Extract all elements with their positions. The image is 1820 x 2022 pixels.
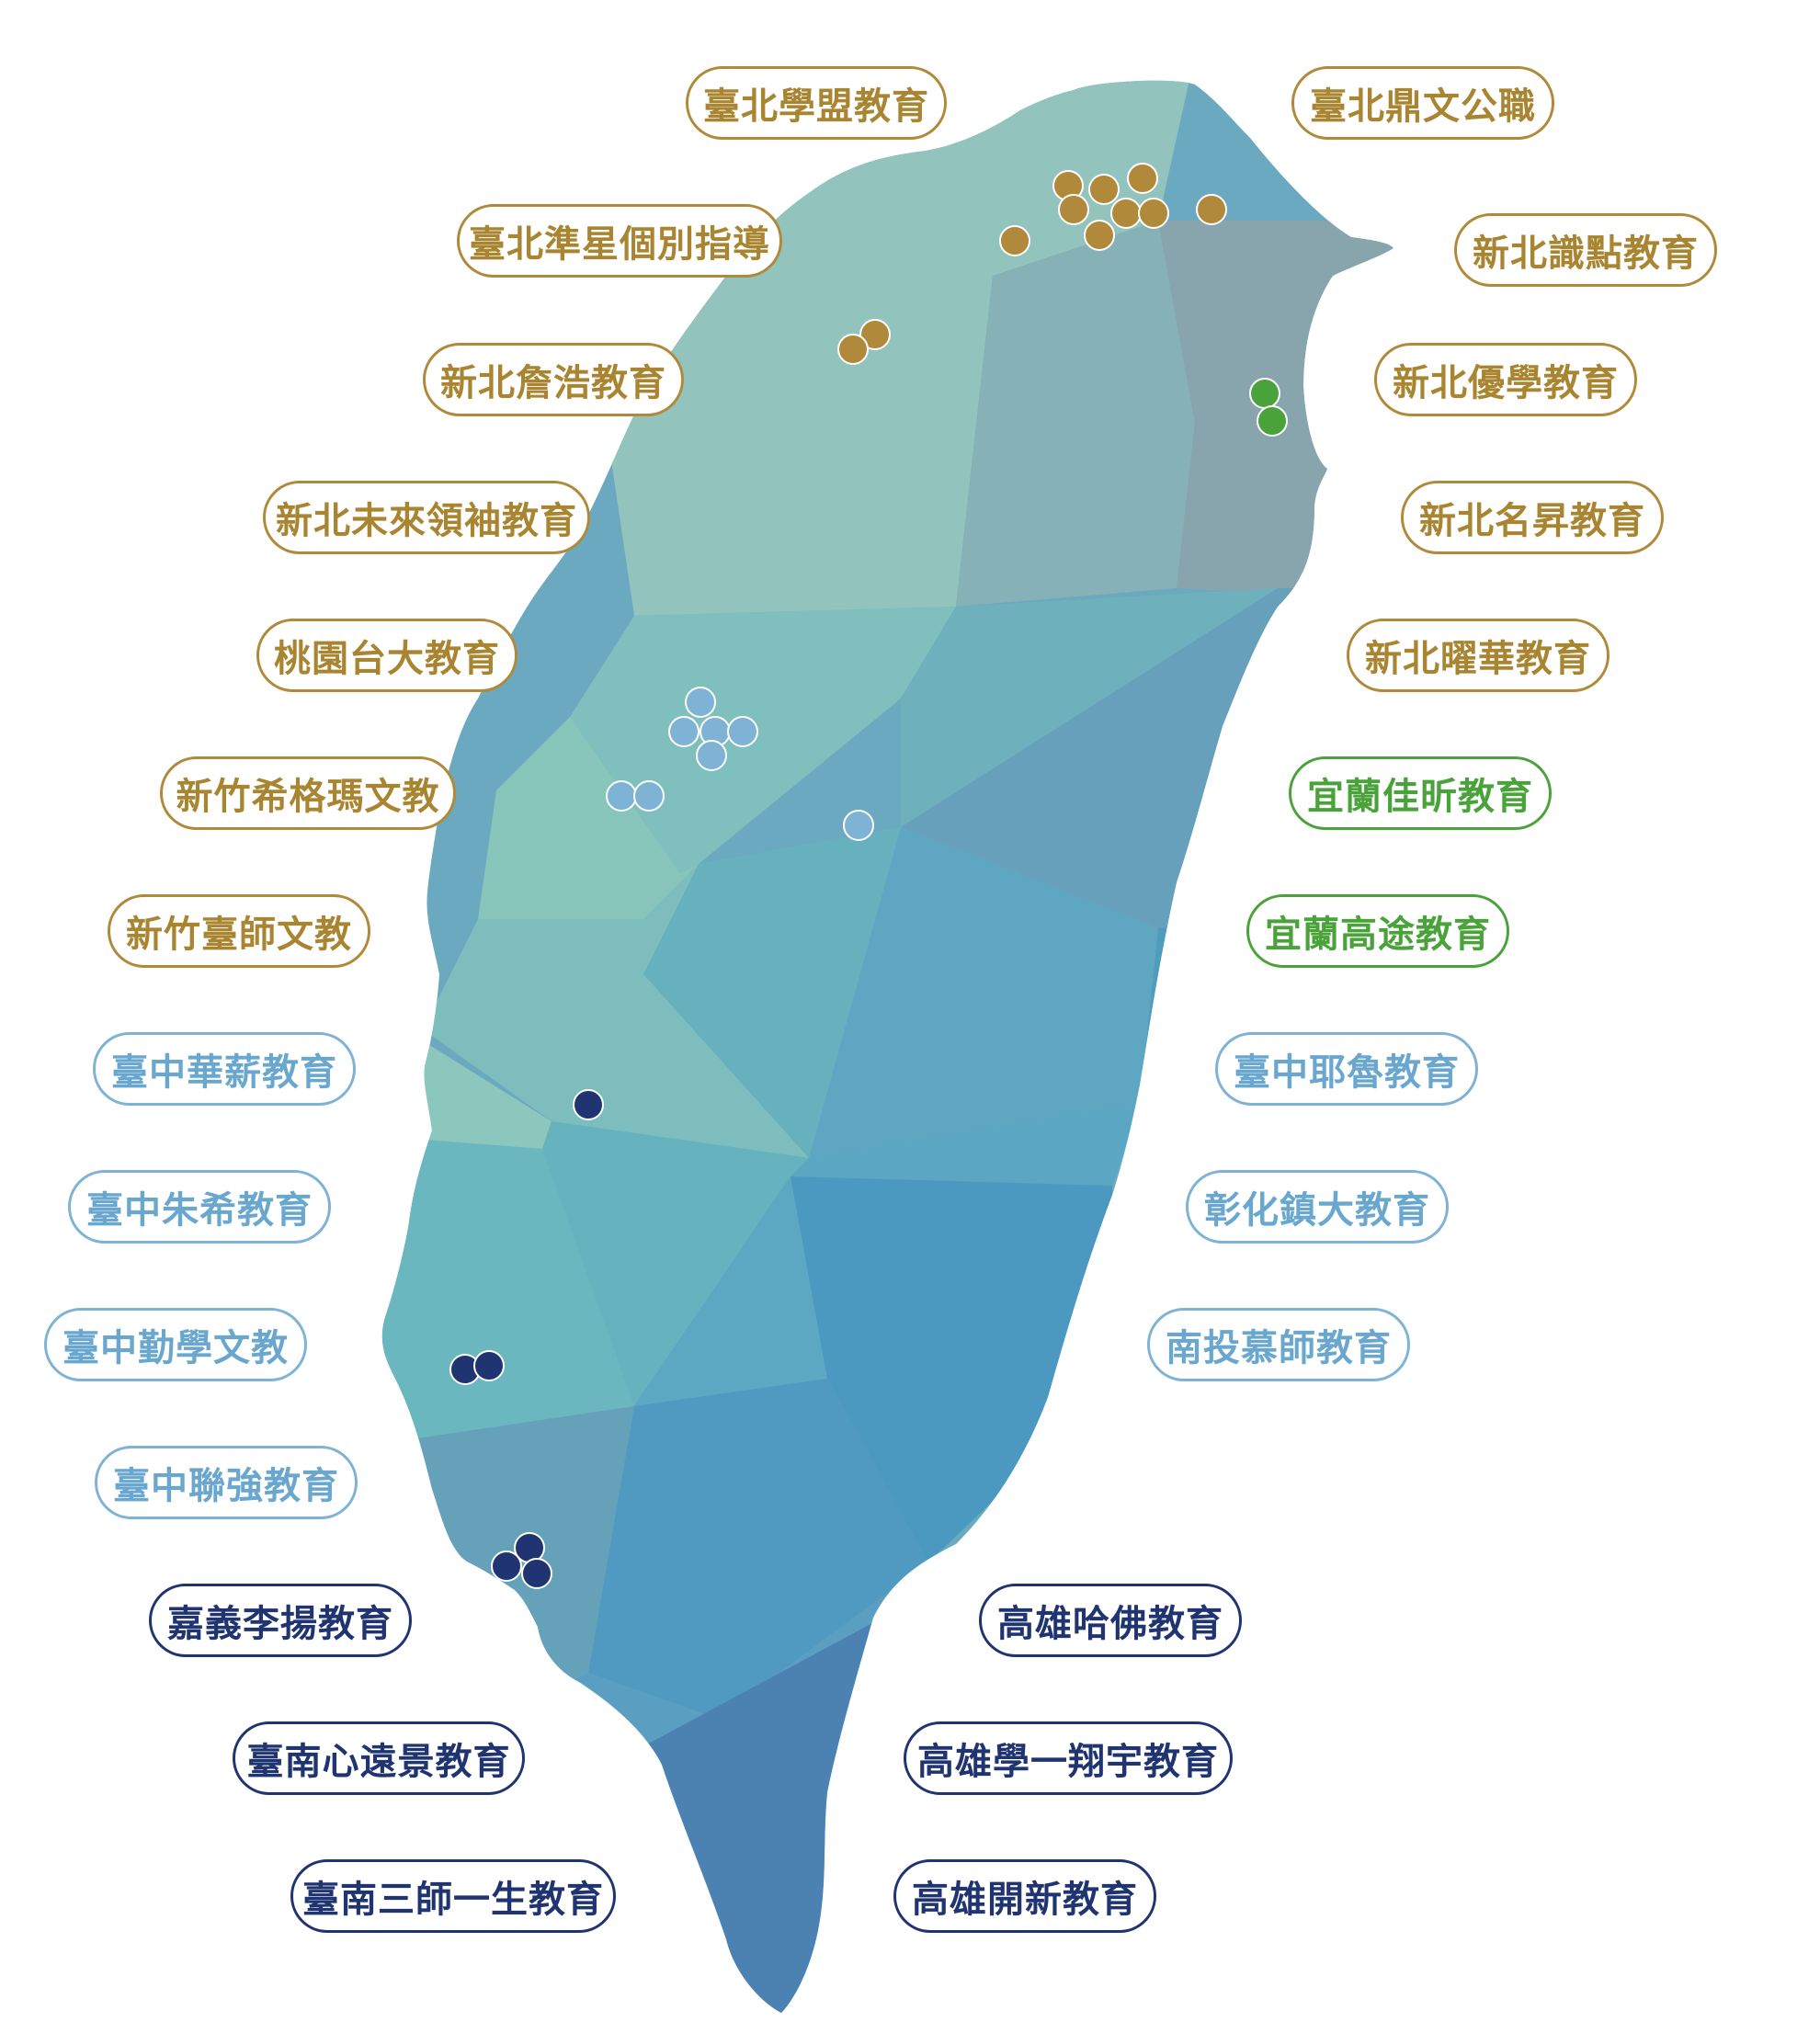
label-kaohsiung-xueyi[interactable]: 高雄學一翔宇教育 — [904, 1721, 1233, 1795]
region-chiayi-mountain — [634, 1176, 827, 1406]
label-tainan-xinyuanjing[interactable]: 臺南心遠景教育 — [233, 1721, 525, 1795]
map-marker-navy[interactable] — [473, 1350, 505, 1381]
region-taichung-mountain — [643, 827, 901, 1158]
label-chiayi-liyang[interactable]: 嘉義李揚教育 — [149, 1584, 412, 1657]
map-marker-green[interactable] — [1257, 405, 1288, 437]
region-chiayi — [386, 1406, 634, 1691]
region-taoyuan — [570, 607, 956, 873]
label-taichung-qinxue[interactable]: 臺中勤學文教 — [44, 1308, 307, 1381]
map-marker-gold[interactable] — [859, 319, 891, 350]
map-marker-navy[interactable] — [491, 1551, 522, 1582]
label-kaohsiung-hafo[interactable]: 高雄哈佛教育 — [979, 1584, 1242, 1657]
region-nantou-east — [791, 1103, 1140, 1186]
label-taoyuan-yida[interactable]: 桃園台大教育 — [256, 619, 518, 692]
region-taichung-east — [809, 827, 1158, 1158]
label-taichung-huaxin[interactable]: 臺中華薪教育 — [93, 1032, 356, 1106]
label-xinbei-weilai[interactable]: 新北未來領袖教育 — [263, 481, 590, 554]
label-taipei-dingwen[interactable]: 臺北鼎文公職 — [1291, 66, 1554, 140]
label-taipei-xuemeng[interactable]: 臺北學盟教育 — [686, 66, 947, 140]
location-markers — [449, 163, 1288, 1589]
label-xinbei-zhanhao[interactable]: 新北詹浩教育 — [423, 343, 684, 416]
map-marker-light-blue[interactable] — [727, 716, 758, 747]
map-marker-navy[interactable] — [521, 1558, 552, 1589]
label-tainan-sanshi[interactable]: 臺南三師一生教育 — [290, 1859, 616, 1933]
map-marker-light-blue[interactable] — [606, 780, 637, 812]
label-nantou-mushi[interactable]: 南投慕師教育 — [1147, 1308, 1410, 1381]
map-marker-light-blue[interactable] — [696, 740, 727, 771]
region-taipei-east — [956, 221, 1195, 607]
region-hsinchu-west — [478, 717, 699, 919]
map-marker-green[interactable] — [1249, 378, 1280, 409]
label-hsinchu-taishi[interactable]: 新竹臺師文教 — [108, 894, 370, 968]
label-changhua-zhenda[interactable]: 彰化鎮大教育 — [1186, 1170, 1449, 1244]
map-marker-gold[interactable] — [1058, 194, 1089, 225]
map-marker-light-blue[interactable] — [685, 687, 716, 718]
map-marker-navy[interactable] — [573, 1089, 604, 1120]
label-xinbei-youxue[interactable]: 新北優學教育 — [1374, 343, 1637, 416]
region-taichung-coast — [404, 1029, 552, 1149]
label-taichung-yelu[interactable]: 臺中耶魯教育 — [1215, 1032, 1478, 1106]
map-marker-gold[interactable] — [837, 334, 869, 365]
label-taichung-lianqiang[interactable]: 臺中聯強教育 — [95, 1446, 358, 1519]
map-marker-light-blue[interactable] — [633, 780, 665, 812]
map-marker-gold[interactable] — [999, 225, 1030, 256]
label-taipei-zhunxing[interactable]: 臺北準星個別指導 — [457, 204, 782, 278]
region-tainan — [552, 1562, 928, 1746]
region-nantou-west — [542, 1121, 809, 1406]
label-yilan-jiaxin[interactable]: 宜蘭佳昕教育 — [1289, 756, 1552, 830]
label-xinbei-mingsheng[interactable]: 新北名昇教育 — [1401, 481, 1664, 554]
map-marker-gold[interactable] — [1088, 174, 1120, 205]
label-xinbei-shidian[interactable]: 新北識點教育 — [1454, 213, 1717, 287]
region-tainan-mountain — [588, 1379, 928, 1719]
map-marker-gold[interactable] — [1084, 220, 1115, 251]
map-marker-gold[interactable] — [1127, 163, 1158, 194]
map-marker-light-blue[interactable] — [843, 810, 874, 841]
label-xinbei-yaohua[interactable]: 新北曜華教育 — [1347, 619, 1610, 692]
map-marker-gold[interactable] — [1196, 194, 1227, 225]
label-taichung-zhuxi[interactable]: 臺中朱希教育 — [68, 1170, 331, 1244]
label-yilan-gaotu[interactable]: 宜蘭高途教育 — [1246, 894, 1509, 968]
map-marker-gold[interactable] — [1138, 198, 1169, 229]
map-marker-gold[interactable] — [1110, 198, 1142, 229]
map-marker-light-blue[interactable] — [668, 716, 700, 747]
label-hsinchu-xigema[interactable]: 新竹希格瑪文教 — [160, 756, 456, 830]
label-kaohsiung-kaixin[interactable]: 高雄開新教育 — [893, 1859, 1156, 1933]
